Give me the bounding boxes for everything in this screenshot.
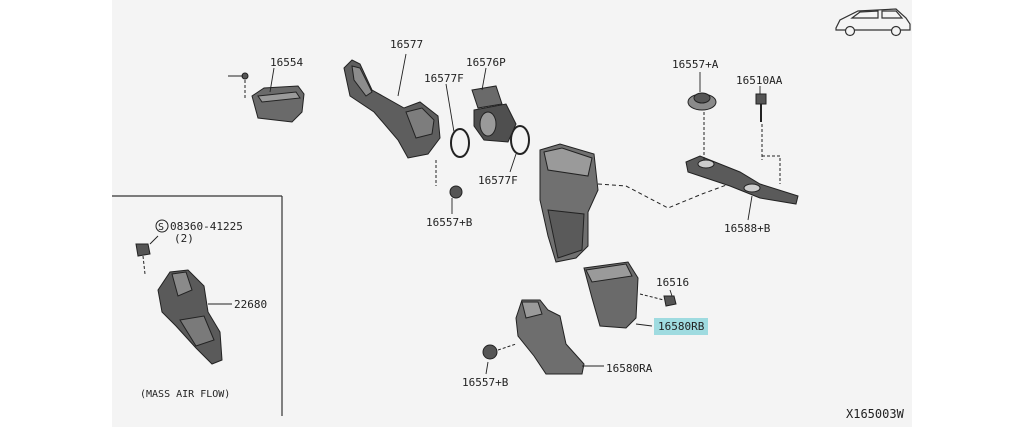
- label-16554[interactable]: 16554: [270, 56, 304, 69]
- bracket-16554: [228, 72, 305, 123]
- label-16577[interactable]: 16577: [390, 38, 424, 51]
- label-16576P[interactable]: 16576P: [466, 56, 506, 69]
- clamp-upper: [450, 128, 470, 158]
- inset-caption: (MASS AIR FLOW): [140, 389, 231, 400]
- inset-bolt: S: [135, 219, 169, 275]
- bolt-16516: [639, 293, 677, 307]
- grommet-upper: [449, 185, 463, 214]
- grommet-lower: [482, 343, 517, 375]
- diagram-code: X165003W: [846, 407, 904, 421]
- label-22680[interactable]: 22680: [234, 298, 268, 311]
- bracket-16588B: [685, 155, 799, 205]
- label-16580RB-highlighted[interactable]: 16580RB: [654, 318, 709, 335]
- label-16577F-bottom[interactable]: 16577F: [478, 174, 518, 187]
- clamp-lower: [510, 125, 530, 155]
- label-16557B-lower[interactable]: 16557+B: [462, 376, 509, 389]
- label-16516[interactable]: 16516: [656, 276, 690, 289]
- duct-16577: [343, 59, 441, 159]
- hose-16576P: [471, 85, 517, 143]
- label-16510AA[interactable]: 16510AA: [736, 74, 783, 87]
- label-16588B[interactable]: 16588+B: [724, 222, 771, 235]
- bolt-16510AA: [755, 93, 767, 122]
- label-16580RA[interactable]: 16580RA: [606, 362, 653, 375]
- svg-text:S: S: [158, 222, 164, 233]
- diagram-background: [112, 0, 912, 427]
- resonator-16580RB: [583, 261, 639, 329]
- air-cleaner-body: [539, 143, 599, 263]
- grommet-16557A: [687, 92, 717, 111]
- label-bolt-code[interactable]: 08360-41225: [170, 220, 243, 233]
- label-bolt-qty: (2): [174, 232, 194, 245]
- inset-frame: [112, 195, 283, 416]
- label-16557B-upper[interactable]: 16557+B: [426, 216, 473, 229]
- mass-air-flow-sensor: [157, 269, 223, 365]
- bracket-16580RA: [515, 299, 585, 375]
- label-16577F-top[interactable]: 16577F: [424, 72, 464, 85]
- label-16557A[interactable]: 16557+A: [672, 58, 719, 71]
- car-icon: [835, 8, 911, 37]
